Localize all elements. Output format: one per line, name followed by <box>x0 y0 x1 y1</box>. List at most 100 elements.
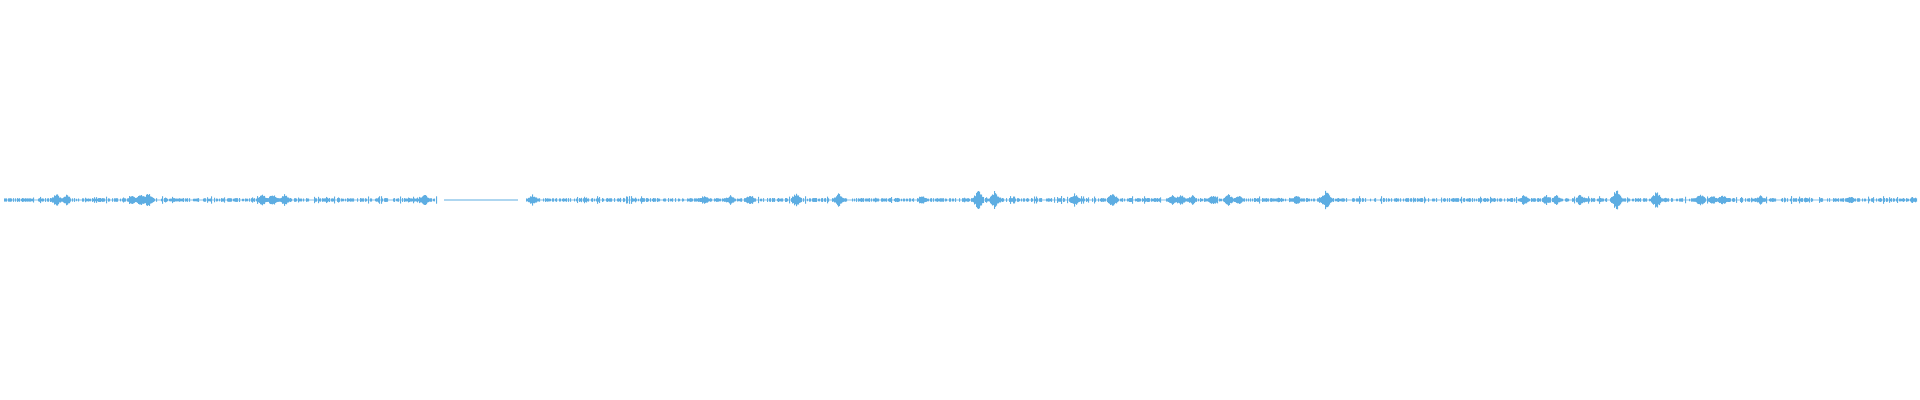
waveform-peak <box>1302 198 1304 202</box>
waveform-peak <box>629 196 631 204</box>
waveform-peak <box>611 198 613 202</box>
waveform-peak <box>1219 198 1221 202</box>
waveform-peak <box>1519 198 1521 202</box>
waveform-peak <box>935 198 937 202</box>
waveform-peak <box>1388 198 1390 202</box>
waveform-peak <box>1330 197 1332 203</box>
waveform-peak <box>640 198 642 202</box>
waveform-peak <box>903 198 905 202</box>
waveform-peak <box>1143 198 1145 202</box>
waveform-peak <box>1370 198 1372 202</box>
waveform-peak <box>1395 198 1397 202</box>
waveform-peak <box>1264 198 1266 202</box>
waveform-peak <box>50 198 52 202</box>
waveform-peak <box>1549 197 1551 203</box>
waveform-peak <box>993 194 995 206</box>
waveform-peak <box>1703 196 1705 204</box>
waveform-peak <box>1140 198 1142 202</box>
waveform-peak <box>730 195 732 205</box>
waveform-peak <box>1760 195 1762 205</box>
waveform-peak <box>1458 198 1460 202</box>
waveform-peak <box>614 198 616 202</box>
waveform-peak <box>683 198 685 202</box>
waveform-peak <box>1009 198 1011 202</box>
waveform-peak <box>1204 198 1206 202</box>
waveform-peak <box>552 198 554 202</box>
waveform-peak <box>1577 197 1579 203</box>
waveform-peak <box>148 194 150 206</box>
waveform-peak <box>1808 198 1810 202</box>
waveform-peak <box>994 191 996 209</box>
waveform-peak <box>1704 197 1706 203</box>
waveform-peak <box>171 198 173 202</box>
waveform-peak <box>727 197 729 203</box>
waveform-peak <box>31 198 33 202</box>
waveform-peak <box>74 198 76 202</box>
waveform-peak <box>1048 198 1050 202</box>
waveform-peak <box>1753 198 1755 202</box>
waveform-peak <box>1107 197 1109 203</box>
waveform-peak <box>416 198 418 202</box>
waveform-peak <box>1582 196 1584 204</box>
waveform-peak <box>1236 197 1238 203</box>
waveform-peak <box>714 198 716 202</box>
waveform-peak <box>378 197 380 203</box>
waveform-peak <box>1588 196 1590 204</box>
waveform-peak <box>965 198 967 202</box>
waveform-peak <box>377 198 379 202</box>
waveform-peak <box>720 198 722 202</box>
waveform-peak <box>266 197 268 203</box>
waveform-peak <box>1747 198 1749 202</box>
waveform-peak <box>420 197 422 203</box>
waveform-peak <box>1006 198 1008 202</box>
waveform-peak <box>576 198 578 202</box>
waveform-peak <box>1336 198 1338 202</box>
waveform-peak <box>138 196 140 204</box>
waveform-peak <box>1730 198 1732 202</box>
waveform-peak <box>1120 198 1122 202</box>
waveform-peak <box>1514 198 1516 202</box>
waveform-peak <box>1639 198 1641 202</box>
waveform-peak <box>530 196 532 204</box>
waveform-peak <box>1192 195 1194 205</box>
waveform-peak <box>1223 198 1225 202</box>
waveform-peak <box>300 198 302 202</box>
waveform-peak <box>1425 198 1427 202</box>
waveform-peak <box>1896 198 1898 202</box>
waveform-peak <box>1453 198 1455 202</box>
waveform-peak <box>653 198 655 202</box>
waveform-peak <box>1859 198 1861 202</box>
waveform-peak <box>1167 198 1169 202</box>
waveform-peak <box>1798 198 1800 202</box>
waveform-peak <box>1492 198 1494 202</box>
waveform-peak <box>1685 196 1687 204</box>
waveform-peak <box>8 198 10 202</box>
waveform-peak <box>423 195 425 205</box>
waveform-peak <box>1524 196 1526 204</box>
waveform-peak <box>1897 196 1899 204</box>
waveform-peak <box>1913 198 1915 202</box>
waveform-peak <box>58 195 60 205</box>
waveform-peak <box>1723 196 1725 204</box>
waveform-peak <box>1185 198 1187 202</box>
waveform-peak <box>83 198 85 202</box>
waveform-peak <box>1672 198 1674 202</box>
waveform-peak <box>585 198 587 202</box>
waveform-peak <box>1594 198 1596 202</box>
waveform-peak <box>286 195 288 205</box>
waveform-peak <box>739 198 741 202</box>
waveform-peak <box>1237 196 1239 204</box>
waveform-peak <box>1151 198 1153 202</box>
waveform-peak <box>917 198 919 202</box>
waveform-peak <box>623 197 625 203</box>
waveform-peak <box>1411 198 1413 202</box>
waveform-peak <box>315 198 317 202</box>
waveform-peak <box>217 198 219 202</box>
waveform-peak <box>650 198 652 202</box>
waveform-peak <box>348 198 350 202</box>
waveform-peak <box>1254 198 1256 202</box>
waveform-peak <box>718 198 720 202</box>
waveform-peak <box>208 198 210 202</box>
